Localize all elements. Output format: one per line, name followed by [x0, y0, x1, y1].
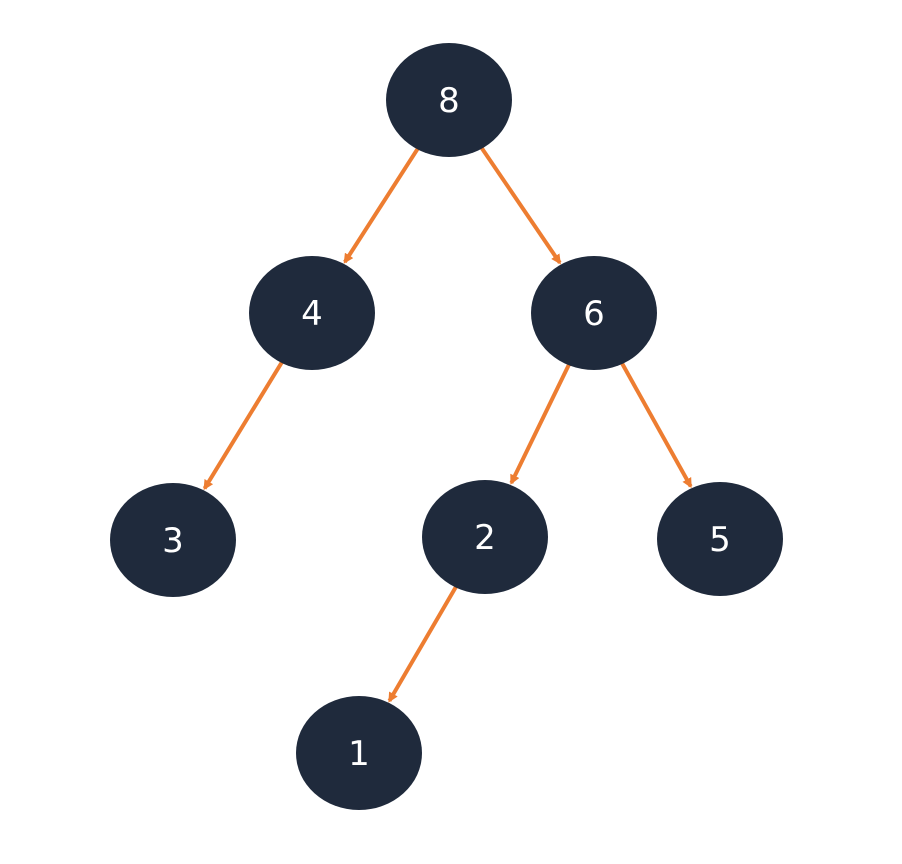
node-circle: [110, 483, 236, 597]
node-circle: [296, 696, 422, 810]
edge-n4-n3: [202, 358, 286, 491]
edge-n6-n2: [509, 360, 573, 485]
tree-node-1: 1: [296, 696, 422, 810]
tree-node-4: 4: [249, 256, 375, 370]
node-label: 3: [162, 521, 184, 561]
nodes-layer: 8 4 6 3 2 5 1: [110, 43, 783, 810]
node-circle: [531, 256, 657, 370]
node-label: 8: [438, 81, 460, 121]
edge-n6-n5: [618, 359, 693, 489]
edges-layer: [202, 144, 693, 703]
node-label: 2: [474, 518, 496, 558]
node-circle: [249, 256, 375, 370]
tree-node-8: 8: [386, 43, 512, 157]
tree-node-6: 6: [531, 256, 657, 370]
edge-n8-n4: [343, 144, 422, 264]
node-label: 6: [583, 294, 605, 334]
edge-n8-n6: [478, 144, 562, 265]
tree-node-3: 3: [110, 483, 236, 597]
node-label: 4: [301, 294, 323, 334]
node-circle: [657, 482, 783, 596]
node-label: 1: [348, 734, 370, 774]
node-circle: [422, 480, 548, 594]
tree-node-5: 5: [657, 482, 783, 596]
node-circle: [386, 43, 512, 157]
edge-n2-n1: [387, 582, 460, 703]
tree-node-2: 2: [422, 480, 548, 594]
node-label: 5: [709, 520, 731, 560]
